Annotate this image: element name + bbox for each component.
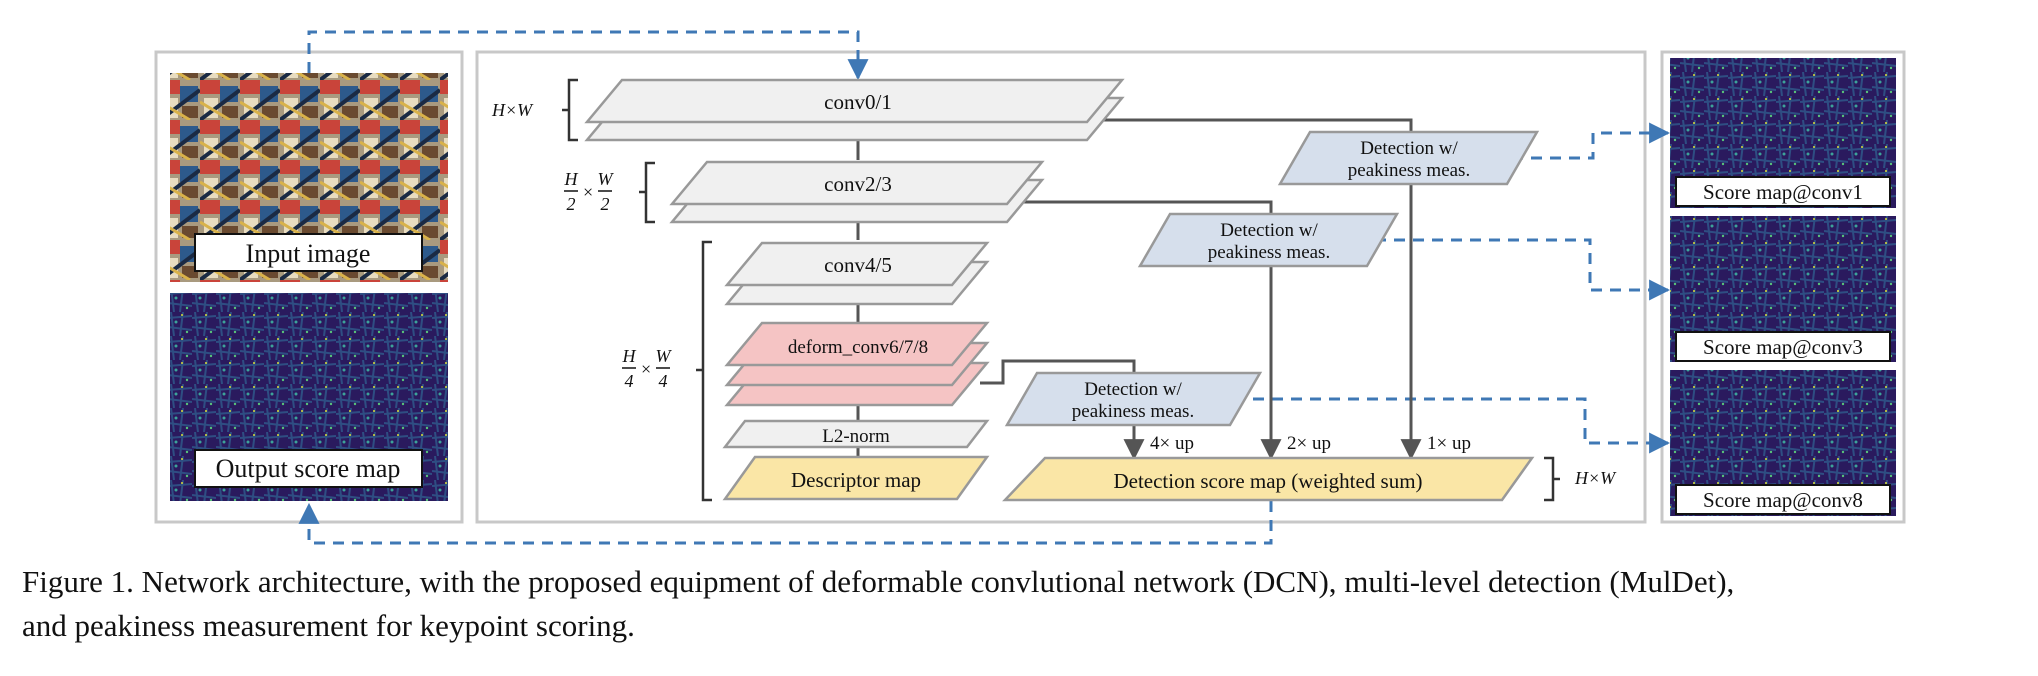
- svg-text:2: 2: [601, 194, 610, 214]
- input-flow-arrow: [307, 30, 869, 81]
- score-map-conv8-box: [1675, 484, 1891, 515]
- up1-label: 1× up: [1427, 433, 1471, 454]
- conv45-layer: [724, 241, 990, 287]
- scale-bracket-full: [562, 78, 578, 142]
- deform-label: deform_conv6/7/8: [788, 337, 928, 358]
- svg-text:×: ×: [640, 359, 652, 379]
- scale-quarter-fraction: H 4 × W 4: [622, 346, 673, 391]
- center-panel: [475, 50, 1647, 524]
- scale-full-label: H×W: [491, 100, 534, 120]
- conv23-label: conv2/3: [824, 172, 892, 196]
- detection-score-map-label: Detection score map (weighted sum): [1113, 469, 1422, 493]
- l2norm-label: L2-norm: [822, 426, 890, 447]
- scale-half-fraction: H 2 × W 2: [564, 169, 615, 214]
- input-image-label-box: [194, 233, 423, 272]
- output-flow-arrow: [298, 482, 1273, 545]
- detection-box-conv8: [1004, 371, 1263, 427]
- score-map-conv1-label: Score map@conv1: [1703, 180, 1863, 204]
- score-map-conv3-label: Score map@conv3: [1703, 335, 1863, 359]
- conv45-label: conv4/5: [824, 253, 892, 277]
- svg-text:4: 4: [659, 371, 668, 391]
- conv1-branch-line: [1095, 118, 1422, 461]
- caption-line-1: Figure 1. Network architecture, with the…: [22, 564, 1735, 599]
- scale-bracket-score: [1544, 456, 1560, 502]
- caption-line-2: and peakiness measurement for keypoint s…: [22, 608, 635, 643]
- up2-label: 2× up: [1287, 433, 1331, 454]
- score-map-conv1-box: [1675, 176, 1891, 207]
- conv3-score-arrow: [1375, 238, 1671, 301]
- conv23-layer: [669, 160, 1045, 206]
- conv3-branch-line: [1008, 200, 1282, 461]
- detection-conv1-line1: Detection w/: [1360, 138, 1458, 159]
- conv01-label: conv0/1: [824, 90, 892, 114]
- l2norm-layer: [722, 419, 990, 449]
- svg-text:2: 2: [567, 194, 576, 214]
- detection-score-map: [1002, 456, 1535, 502]
- descriptor-map-label: Descriptor map: [791, 468, 921, 492]
- detection-conv8-line1: Detection w/: [1084, 379, 1182, 400]
- conv1-score-arrow: [1512, 122, 1671, 160]
- score-map-conv8-label: Score map@conv8: [1703, 488, 1863, 512]
- scale-bracket-half: [639, 161, 655, 224]
- output-label-box: [194, 449, 423, 488]
- conv01-layer: [584, 78, 1125, 124]
- detection-conv3-line1: Detection w/: [1220, 220, 1318, 241]
- detection-conv8-line2: peakiness meas.: [1072, 401, 1194, 422]
- svg-text:×: ×: [582, 182, 594, 202]
- detection-conv3-line2: peakiness meas.: [1208, 242, 1330, 263]
- detection-conv1-line2: peakiness meas.: [1348, 160, 1470, 181]
- svg-text:W: W: [598, 169, 615, 189]
- svg-text:4: 4: [625, 371, 634, 391]
- input-image-label: Input image: [246, 239, 371, 268]
- up4-label: 4× up: [1150, 433, 1194, 454]
- scale-bracket-quarter: [696, 240, 712, 502]
- scale-full-right-label: H×W: [1574, 468, 1617, 488]
- svg-text:H: H: [622, 346, 637, 366]
- figure-caption: Figure 1. Network architecture, with the…: [22, 560, 2022, 648]
- deform-layer: [724, 321, 990, 367]
- detection-box-conv1: [1277, 130, 1540, 186]
- detection-box-conv3: [1137, 212, 1400, 268]
- svg-text:H: H: [564, 169, 579, 189]
- output-score-map-label: Output score map: [216, 454, 401, 483]
- svg-text:W: W: [656, 346, 673, 366]
- descriptor-map: [722, 455, 990, 501]
- score-map-conv3-box: [1675, 331, 1891, 362]
